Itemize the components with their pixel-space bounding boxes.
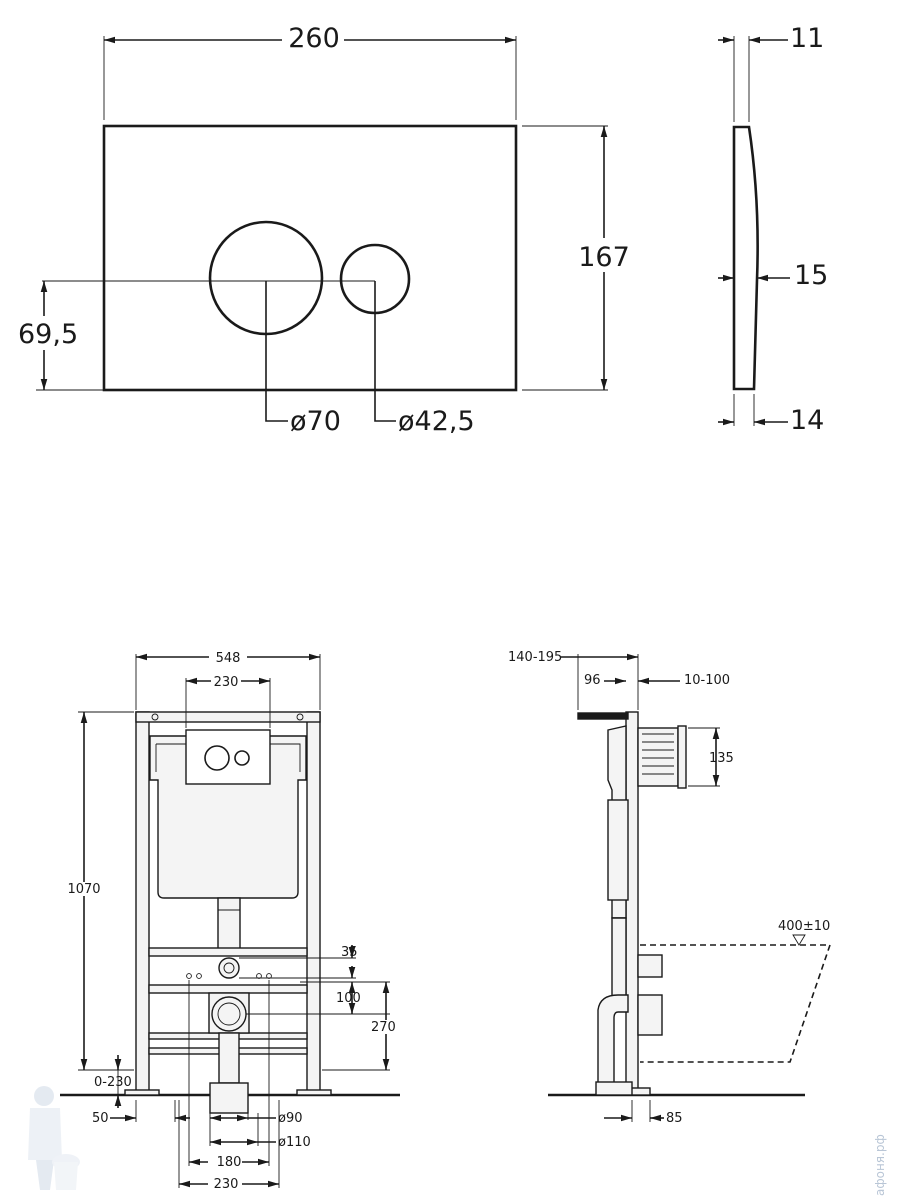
wall-range-label: 10-100 (684, 673, 730, 688)
depth-range-label: 140-195 (508, 650, 562, 665)
bottom-thickness-label: 14 (790, 405, 824, 436)
bolt-span-label: 230 (214, 1177, 239, 1192)
panel-mount-width-label: 230 (214, 675, 239, 690)
frame-side-view: 140-195 96 10-100 135 400±10 85 (508, 650, 832, 1126)
small-button-diameter-label: ø42,5 (398, 406, 475, 437)
flush-panel-front-view: 260 167 69,5 ø70 ø42,5 (16, 20, 632, 437)
outlet-small-diameter-label: ø90 (278, 1111, 303, 1126)
middle-thickness-label: 15 (794, 260, 828, 291)
cistern-height-label: 135 (709, 751, 734, 766)
drain-outlet (211, 996, 247, 1032)
button-center-height-label: 69,5 (18, 319, 78, 350)
panel-height-label: 167 (578, 242, 630, 273)
water-inlet (218, 957, 240, 979)
wall-hung-toilet-outline (640, 944, 832, 1063)
plumber-logo (28, 1086, 80, 1190)
inlet-offset-label: 35 (341, 945, 358, 960)
depth-label: 96 (584, 673, 601, 688)
bowl-height-label: 400±10 (778, 919, 830, 934)
frame-width-label: 548 (216, 651, 241, 666)
side-floor-offset-label: 85 (666, 1111, 683, 1126)
panel-width-label: 260 (288, 23, 340, 54)
panel-side-profile (732, 125, 759, 391)
top-thickness-label: 11 (790, 23, 824, 54)
frame-front-view: 548 230 1070 0-230 50 35 100 270 ø90 ø11… (60, 650, 400, 1192)
floor-adjust-label: 0-230 (94, 1075, 132, 1090)
frame-height-label: 1070 (67, 882, 100, 897)
outlet-large-diameter-label: ø110 (278, 1135, 311, 1150)
flush-panel-side-view: 11 15 14 (718, 23, 828, 436)
watermark-text: афоня.рф (873, 1134, 887, 1196)
flush-panel-outline (102, 124, 518, 392)
outlet-height-label: 270 (371, 1020, 396, 1035)
mounted-flush-panel (185, 729, 271, 785)
bolt-spacing-label: 180 (217, 1155, 242, 1170)
inlet-height-label: 100 (336, 991, 361, 1006)
large-button-diameter-label: ø70 (290, 406, 341, 437)
leg-offset-label: 50 (92, 1111, 109, 1126)
